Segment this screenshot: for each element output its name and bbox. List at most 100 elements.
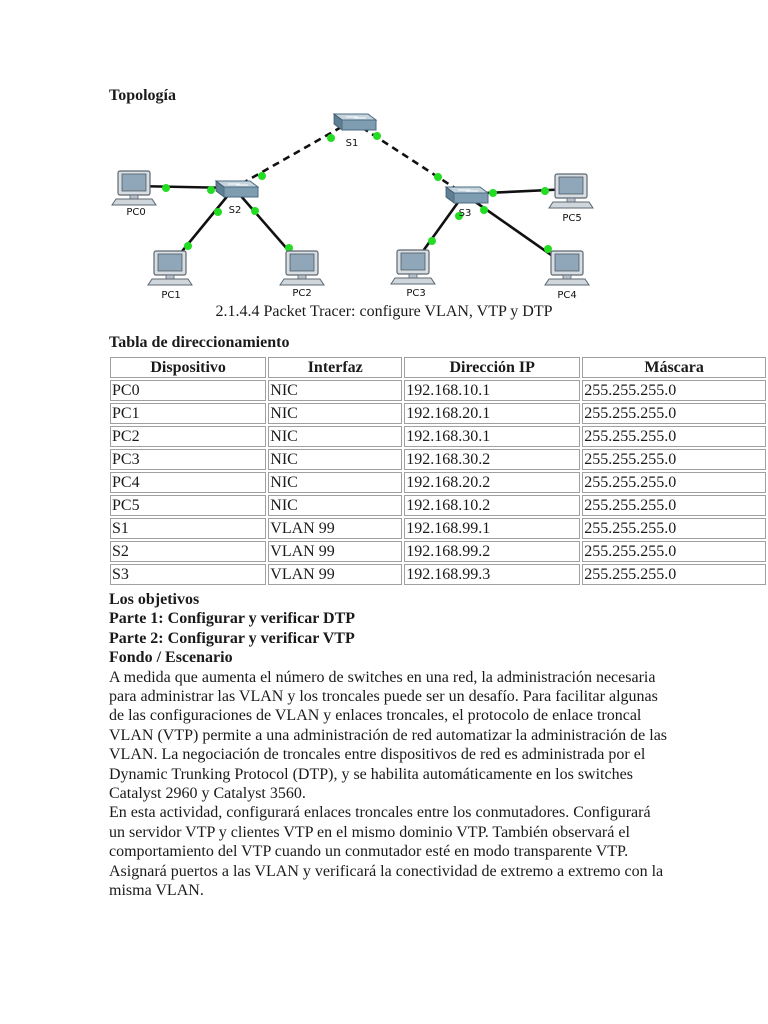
link-s1-s2 <box>233 119 353 190</box>
switch-s2: S2 <box>215 180 259 216</box>
cell-device: PC0 <box>110 380 267 401</box>
device-label: PC0 <box>126 207 145 218</box>
cell-mask: 255.255.255.0 <box>582 564 766 585</box>
computer-icon <box>544 250 590 286</box>
diagram-caption: 2.1.4.4 Packet Tracer: configure VLAN, V… <box>215 303 553 320</box>
part2-heading: Parte 2: Configurar y verificar VTP <box>109 629 355 647</box>
background-paragraph-1: A medida que aumenta el número de switch… <box>109 668 668 803</box>
table-header-row: Dispositivo Interfaz Dirección IP Máscar… <box>110 357 766 378</box>
pc-pc5: PC5 <box>548 173 594 224</box>
link-status-dot <box>489 189 497 197</box>
device-label: PC3 <box>406 288 425 299</box>
cell-interface: NIC <box>268 380 403 401</box>
link-status-dot <box>327 134 335 142</box>
cell-ip-address: 192.168.99.1 <box>404 518 581 539</box>
cell-interface: VLAN 99 <box>268 564 403 585</box>
header-ip-address: Dirección IP <box>404 357 581 378</box>
topology-heading: Topología <box>109 87 176 104</box>
objectives-section: Los objetivos Parte 1: Configurar y veri… <box>109 590 669 901</box>
device-label: S3 <box>459 208 472 219</box>
cell-ip-address: 192.168.10.2 <box>404 495 581 516</box>
cell-device: S3 <box>110 564 267 585</box>
cell-mask: 255.255.255.0 <box>582 449 766 470</box>
device-label: PC1 <box>161 290 180 301</box>
cell-device: PC4 <box>110 472 267 493</box>
cell-interface: VLAN 99 <box>268 518 403 539</box>
cell-ip-address: 192.168.30.2 <box>404 449 581 470</box>
link-status-dot <box>285 244 293 252</box>
cell-interface: NIC <box>268 403 403 424</box>
computer-icon <box>111 170 157 206</box>
cell-interface: NIC <box>268 449 403 470</box>
cell-interface: VLAN 99 <box>268 541 403 562</box>
part1-heading: Parte 1: Configurar y verificar DTP <box>109 610 356 628</box>
pc-pc1: PC1 <box>147 250 193 301</box>
cell-device: PC5 <box>110 495 267 516</box>
cell-ip-address: 192.168.99.3 <box>404 564 581 585</box>
cell-ip-address: 192.168.20.2 <box>404 472 581 493</box>
device-label: PC5 <box>562 213 581 224</box>
pc-pc3: PC3 <box>390 249 436 299</box>
cell-mask: 255.255.255.0 <box>582 472 766 493</box>
objectives-heading: Los objetivos <box>109 591 200 608</box>
pc-pc0: PC0 <box>111 170 157 218</box>
switch-icon <box>215 180 259 198</box>
cell-mask: 255.255.255.0 <box>582 403 766 424</box>
link-status-dot <box>207 186 215 194</box>
link-s1-s3 <box>351 119 465 196</box>
cell-device: PC2 <box>110 426 267 447</box>
background-heading: Fondo / Escenario <box>109 649 233 667</box>
cell-ip-address: 192.168.10.1 <box>404 380 581 401</box>
cell-ip-address: 192.168.20.1 <box>404 403 581 424</box>
computer-icon <box>390 249 436 285</box>
table-heading: Tabla de direccionamiento <box>109 334 290 351</box>
link-s3-pc4 <box>463 192 568 268</box>
cell-mask: 255.255.255.0 <box>582 495 766 516</box>
computer-icon <box>279 250 325 286</box>
cell-interface: NIC <box>268 426 403 447</box>
pc-pc2: PC2 <box>279 250 325 299</box>
cell-device: PC3 <box>110 449 267 470</box>
switch-s3: S3 <box>445 186 489 219</box>
header-interface: Interfaz <box>268 357 403 378</box>
cell-mask: 255.255.255.0 <box>582 518 766 539</box>
link-status-dot <box>214 208 222 216</box>
computer-icon <box>147 250 193 286</box>
cell-mask: 255.255.255.0 <box>582 426 766 447</box>
cell-device: S2 <box>110 541 267 562</box>
link-status-dot <box>455 212 463 220</box>
cell-ip-address: 192.168.99.2 <box>404 541 581 562</box>
link-status-dot <box>258 172 266 180</box>
link-status-dot <box>373 132 381 140</box>
switch-s1: S1 <box>333 113 377 149</box>
cell-interface: NIC <box>268 472 403 493</box>
computer-icon <box>548 173 594 209</box>
pc-pc4: PC4 <box>544 250 590 301</box>
cell-device: PC1 <box>110 403 267 424</box>
link-status-dot <box>434 173 442 181</box>
device-label: S2 <box>229 205 242 216</box>
link-status-dot <box>541 187 549 195</box>
cell-ip-address: 192.168.30.1 <box>404 426 581 447</box>
switch-icon <box>333 113 377 131</box>
link-status-dot <box>162 184 170 192</box>
cell-mask: 255.255.255.0 <box>582 380 766 401</box>
addressing-table: Dispositivo Interfaz Dirección IP Máscar… <box>108 355 768 587</box>
link-status-dot <box>480 206 488 214</box>
link-status-dot <box>184 242 192 250</box>
cell-interface: NIC <box>268 495 403 516</box>
link-status-dot <box>251 207 259 215</box>
header-device: Dispositivo <box>110 357 267 378</box>
header-mask: Máscara <box>582 357 766 378</box>
device-label: S1 <box>346 138 359 149</box>
switch-icon <box>445 186 489 204</box>
device-label: PC2 <box>292 288 311 299</box>
